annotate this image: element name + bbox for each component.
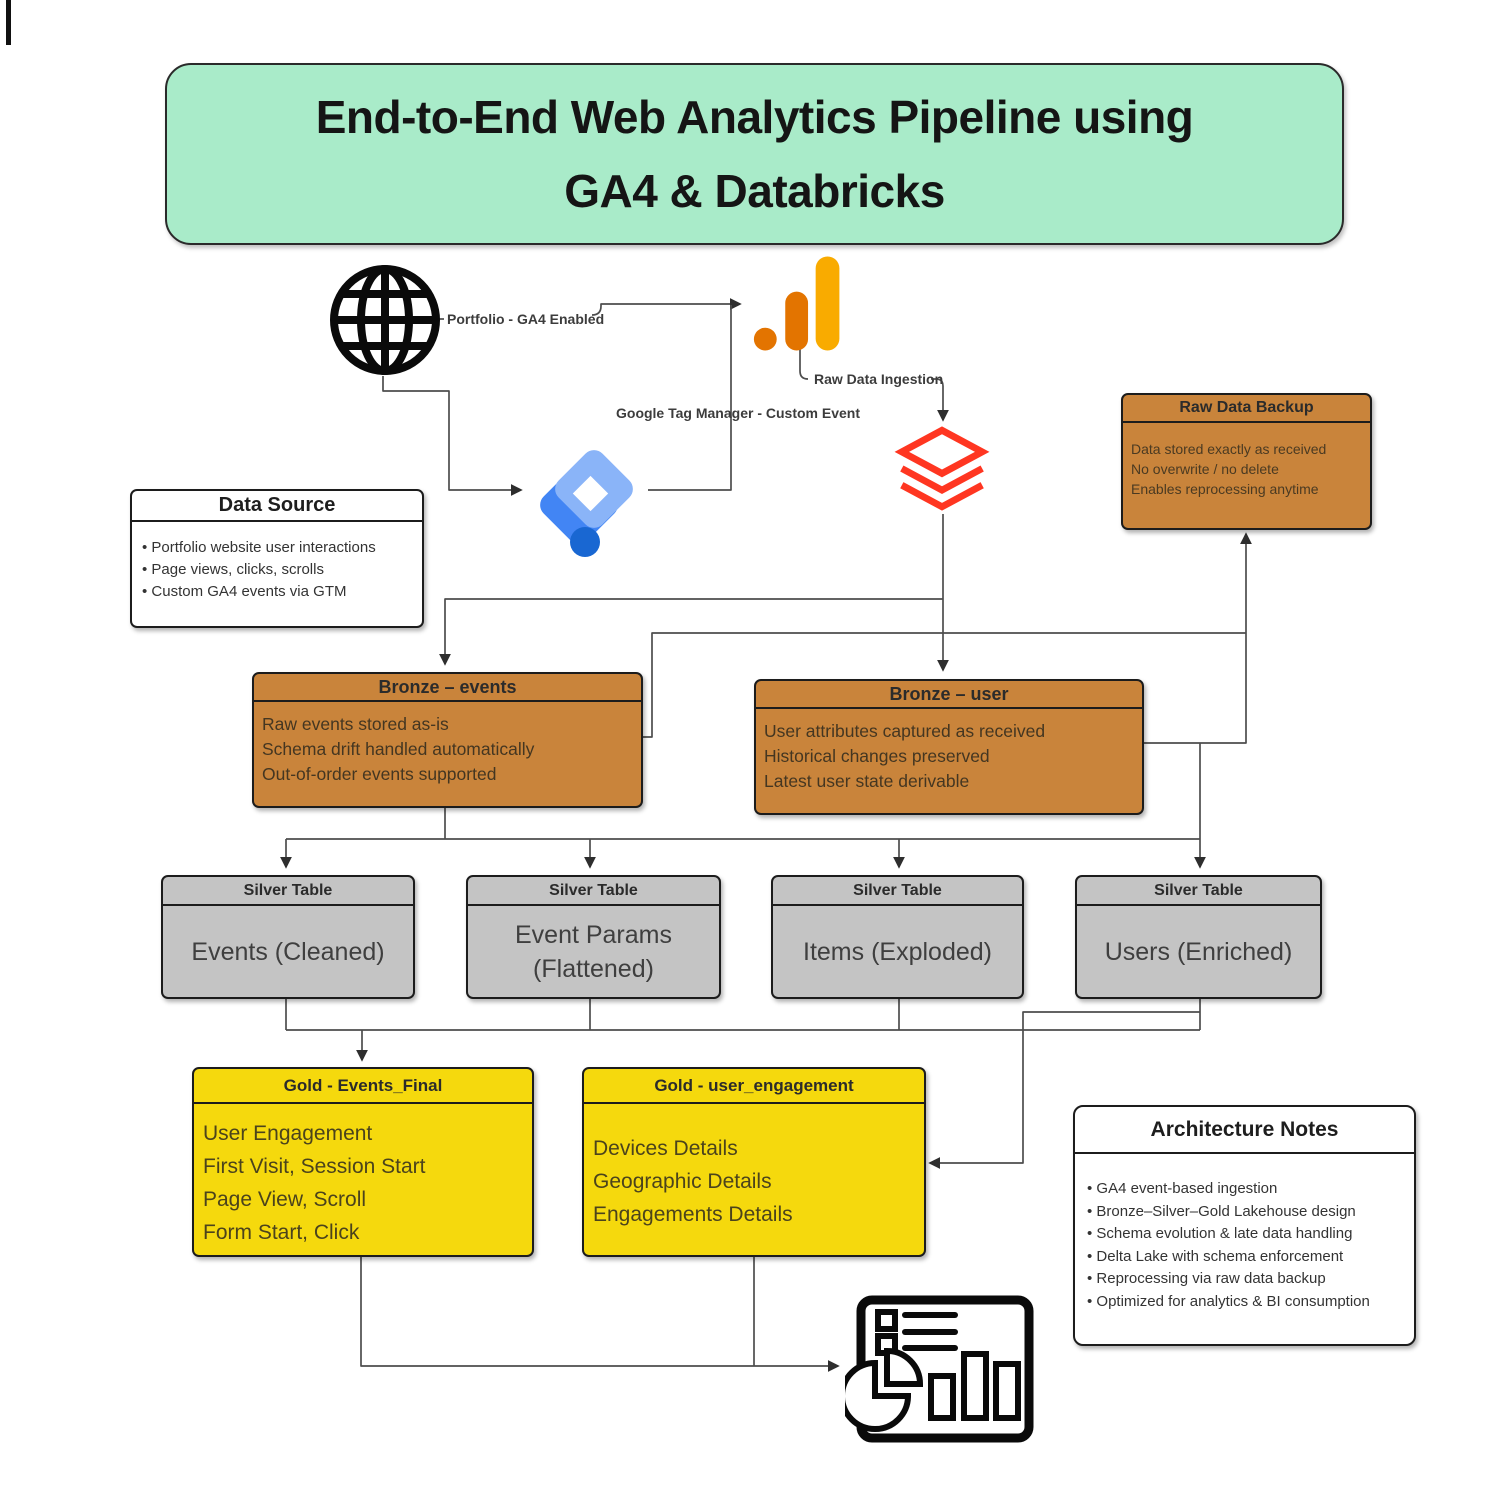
text-line: • Delta Lake with schema enforcement	[1087, 1247, 1344, 1265]
connector	[360, 1254, 840, 1372]
text-line: User Engagement	[203, 1122, 373, 1145]
text-line: Data stored exactly as received	[1131, 441, 1327, 457]
silver-table-name: Events (Cleaned)	[191, 937, 385, 966]
box-title: Bronze – user	[756, 681, 1142, 709]
bronze-user-box: Bronze – user User attributes captured a…	[754, 679, 1144, 815]
box-title: Data Source	[132, 491, 422, 522]
title-line-1: End-to-End Web Analytics Pipeline using	[315, 91, 1194, 143]
globe-icon	[330, 265, 440, 375]
text-line: • Bronze–Silver–Gold Lakehouse design	[1087, 1202, 1356, 1220]
connector	[439, 598, 943, 666]
google-tag-manager-icon	[540, 450, 633, 557]
box-title: Silver Table	[468, 877, 719, 906]
silver-table-events-box: Silver Table Events (Cleaned)	[161, 875, 415, 999]
text-line: • Page views, clicks, scrolls	[142, 561, 324, 578]
databricks-icon	[894, 426, 990, 511]
text-line: Raw events stored as-is	[262, 714, 449, 734]
text-line: Devices Details	[593, 1137, 738, 1160]
title-line-2: GA4 & Databricks	[564, 165, 945, 217]
connector	[648, 305, 732, 491]
silver-table-name: Items (Exploded)	[803, 937, 992, 966]
google-analytics-icon	[753, 256, 840, 351]
box-title: Raw Data Backup	[1123, 395, 1370, 423]
connector	[1140, 532, 1252, 744]
box-title: Silver Table	[1077, 877, 1320, 906]
box-title: Bronze – events	[254, 674, 641, 702]
text-line: • Reprocessing via raw data backup	[1087, 1270, 1326, 1287]
gtm-custom-event-label: Google Tag Manager - Custom Event	[616, 405, 860, 421]
box-body: • Portfolio website user interactions • P…	[132, 522, 422, 603]
text-line: • Portfolio website user interactions	[142, 539, 376, 556]
raw-data-backup-box: Raw Data Backup Data stored exactly as r…	[1121, 393, 1372, 530]
text-line: Latest user state derivable	[764, 771, 970, 791]
text-line: • Optimized for analytics & BI consumpti…	[1087, 1292, 1370, 1310]
text-line: Out-of-order events supported	[262, 764, 497, 784]
text-line: Historical changes preserved	[764, 746, 990, 766]
silver-table-users-box: Silver Table Users (Enriched)	[1075, 875, 1322, 999]
box-title: Gold - Events_Final	[194, 1069, 532, 1104]
silver-table-name: Event Params (Flattened)	[514, 920, 672, 983]
screen-edge-artifact	[6, 0, 11, 45]
box-body: Data stored exactly as received No overwr…	[1123, 423, 1370, 499]
text-line: Enables reprocessing anytime	[1131, 481, 1319, 497]
text-line: Geographic Details	[593, 1170, 772, 1193]
text-line: Engagements Details	[593, 1203, 793, 1226]
text-line: User attributes captured as received	[764, 721, 1046, 741]
silver-table-event-params-box: Silver Table Event Params (Flattened)	[466, 875, 721, 999]
dashboard-report-icon	[845, 1295, 1034, 1443]
raw-data-ingestion-label: Raw Data Ingestion	[814, 371, 944, 387]
box-title: Gold - user_engagement	[584, 1069, 924, 1104]
text-line: First Visit, Session Start	[203, 1155, 426, 1178]
text-line: No overwrite / no delete	[1131, 461, 1279, 477]
text-line: Schema drift handled automatically	[262, 739, 535, 759]
box-body: • GA4 event-based ingestion • Bronze–Silv…	[1075, 1154, 1414, 1313]
text-line: • Schema evolution & late data handling	[1087, 1225, 1353, 1242]
data-source-box: Data Source • Portfolio website user int…	[130, 489, 424, 628]
text-line: • Custom GA4 events via GTM	[142, 583, 347, 600]
box-title: Architecture Notes	[1075, 1107, 1414, 1154]
box-title: Silver Table	[773, 877, 1022, 906]
architecture-notes-box: Architecture Notes • GA4 event-based ing…	[1073, 1105, 1416, 1346]
title-banner: End-to-End Web Analytics Pipeline using …	[165, 63, 1344, 245]
box-title: Silver Table	[163, 877, 413, 906]
portfolio-ga4-label: Portfolio - GA4 Enabled	[447, 311, 605, 327]
connector	[591, 298, 742, 316]
silver-table-items-box: Silver Table Items (Exploded)	[771, 875, 1024, 999]
silver-table-name: Users (Enriched)	[1104, 937, 1293, 966]
text-line: Page View, Scroll	[203, 1188, 367, 1211]
text-line: Form Start, Click	[203, 1221, 360, 1244]
text-line: • GA4 event-based ingestion	[1087, 1180, 1278, 1197]
connector	[382, 376, 523, 496]
